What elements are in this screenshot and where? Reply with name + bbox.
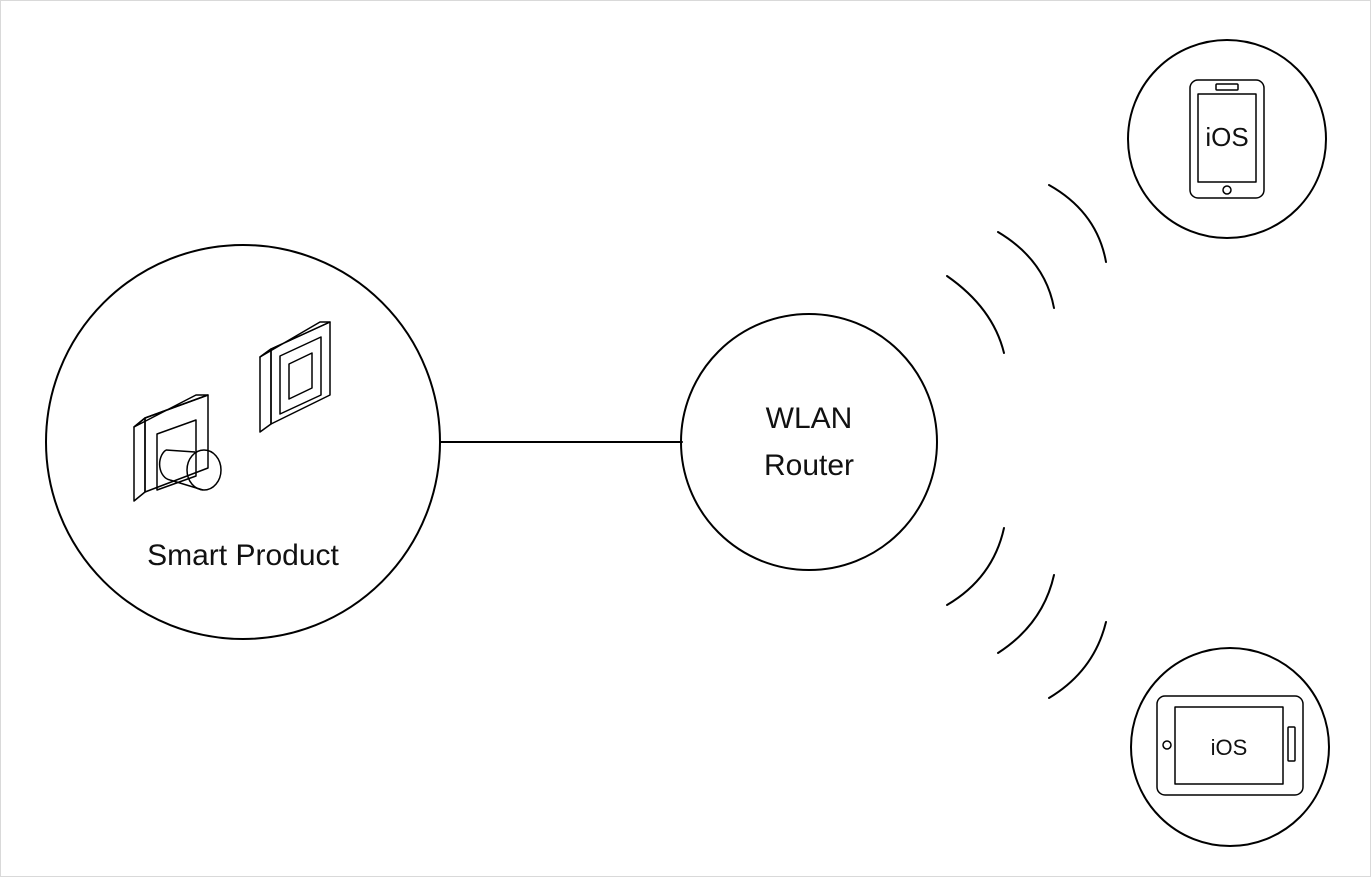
phone-node: iOS — [1127, 39, 1327, 239]
smartphone-icon — [1189, 79, 1265, 199]
router-label-line1: WLAN — [766, 402, 853, 435]
smart-product-label: Smart Product — [147, 539, 339, 572]
router-circle — [680, 313, 938, 571]
router-label-line2: Router — [764, 449, 854, 482]
wifi-wave-upper-3 — [1048, 184, 1107, 263]
wifi-wave-lower-1 — [946, 527, 1005, 606]
smart-product-circle — [45, 244, 441, 640]
wifi-wave-upper-2 — [997, 231, 1055, 309]
wifi-waves-upper — [946, 184, 1107, 354]
wifi-wave-lower-2 — [997, 574, 1055, 654]
tablet-icon — [1156, 695, 1304, 796]
tablet-circle — [1130, 647, 1330, 847]
wall-switch-icon — [259, 321, 331, 433]
tablet-os-label: iOS — [1211, 735, 1248, 760]
tablet-node: iOS — [1130, 647, 1330, 847]
router-node: WLAN Router — [680, 313, 938, 571]
rotary-dimmer-icon — [133, 394, 222, 502]
wifi-waves-lower — [946, 527, 1107, 699]
wifi-wave-lower-3 — [1048, 621, 1107, 699]
phone-circle — [1127, 39, 1327, 239]
smart-product-node: Smart Product — [45, 244, 441, 640]
wifi-wave-upper-1 — [946, 275, 1005, 354]
phone-os-label: iOS — [1205, 122, 1248, 152]
